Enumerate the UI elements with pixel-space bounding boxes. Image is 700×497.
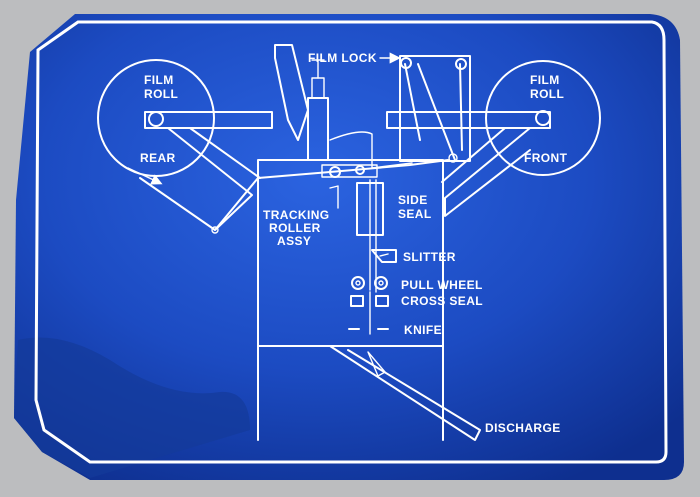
front-label: FRONT <box>524 151 568 165</box>
tracking-roller-label-1: TRACKING <box>263 208 330 222</box>
film-roll-right-label-1: FILM <box>530 73 560 87</box>
film-roll-right-hub <box>535 110 551 126</box>
rear-label: REAR <box>140 151 176 165</box>
discharge-label: DISCHARGE <box>485 421 561 435</box>
film-lock-roller-3 <box>448 153 458 163</box>
slitter-blade <box>371 249 397 263</box>
film-lock-path <box>404 63 463 161</box>
tracking-roller-label-2: ROLLER <box>269 221 321 235</box>
side-seal-bar <box>356 182 384 236</box>
plate-border <box>34 20 668 464</box>
pull-wheel-left-hub <box>355 280 361 286</box>
tracking-roller-label-3: ASSY <box>277 234 311 248</box>
tracking-roller-leader <box>329 185 339 209</box>
side-seal-label-1: SIDE <box>398 193 428 207</box>
side-seal-label-2: SEAL <box>398 207 432 221</box>
center-tower-shaft <box>311 59 325 79</box>
pull-wheel-left <box>351 276 365 290</box>
rear-arrow <box>127 167 163 185</box>
film-roll-left-hub <box>148 111 164 127</box>
knife-label: KNIFE <box>404 323 442 337</box>
film-lock-roller-1 <box>400 57 412 69</box>
film-roll-left-arm <box>144 111 273 129</box>
cross-seal-left <box>350 295 364 307</box>
slitter-mark <box>379 253 389 257</box>
tracking-roller-2 <box>355 165 365 175</box>
right-support-frame <box>441 127 531 217</box>
discharge-flap <box>367 351 386 377</box>
cross-seal-right <box>375 295 389 307</box>
pull-wheel-label: PULL WHEEL <box>401 278 483 292</box>
pull-wheel-right-hub <box>378 280 384 286</box>
machine-body <box>257 159 444 441</box>
plate-background <box>14 14 684 480</box>
film-roll-right-label-2: ROLL <box>530 87 564 101</box>
tracking-roller-assy <box>321 164 378 178</box>
film-lock-label: FILM LOCK <box>308 51 377 65</box>
film-roll-right <box>485 60 601 176</box>
film-roll-left-label-1: FILM <box>144 73 174 87</box>
film-web-upper <box>329 131 413 169</box>
cross-seal-label: CROSS SEAL <box>401 294 483 308</box>
pull-wheel-right <box>374 276 388 290</box>
slitter-label: SLITTER <box>403 250 456 264</box>
left-idler-roller <box>211 226 219 234</box>
film-lock-roller-2 <box>455 58 467 70</box>
former-tube <box>274 44 309 141</box>
discharge-chute <box>329 345 481 441</box>
worn-patch <box>14 337 250 478</box>
film-roll-left-label-2: ROLL <box>144 87 178 101</box>
